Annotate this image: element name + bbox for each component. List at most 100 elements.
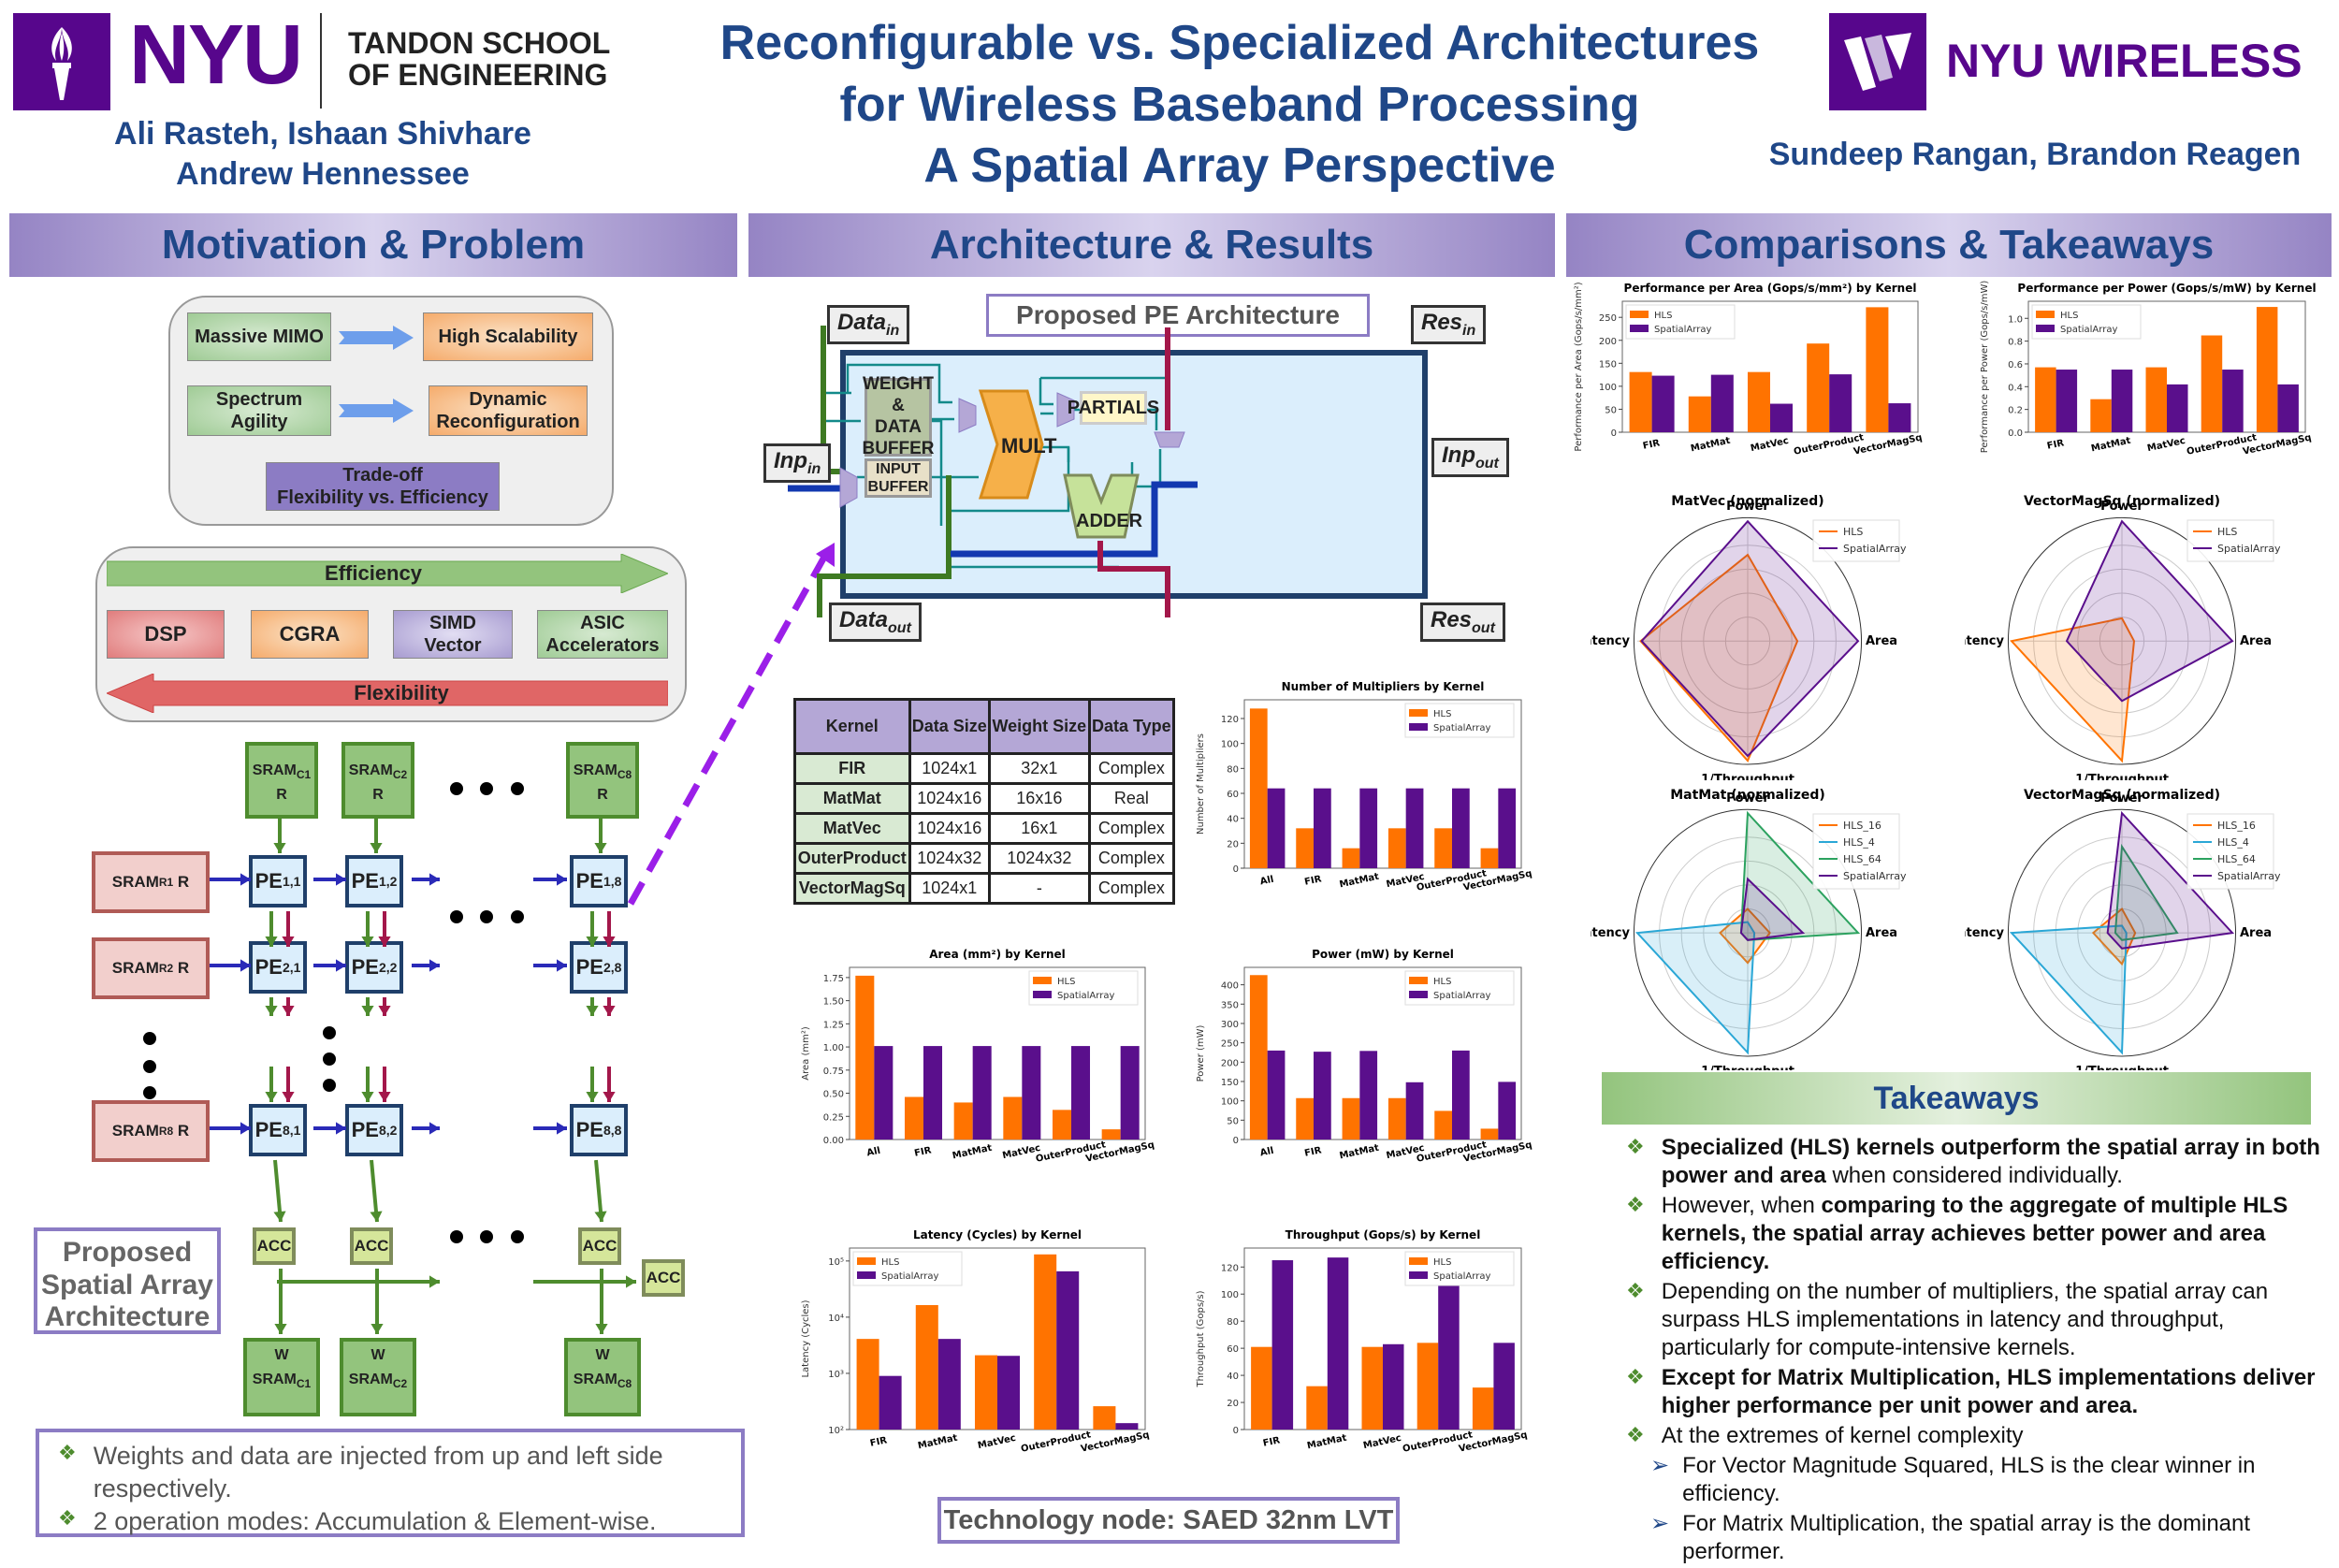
caption-line-1: Proposed — [62, 1237, 193, 1268]
legend-swatch — [1409, 723, 1428, 731]
legend-label: HLS — [1654, 311, 1672, 321]
takeaway-item: ❖However, when comparing to the aggregat… — [1626, 1192, 2337, 1276]
adder-label: ADDER — [1076, 511, 1143, 531]
bar-hls — [1249, 708, 1268, 868]
nyu-wireless-wordmark: NYU WIRELESS — [1946, 35, 2303, 87]
wb-line-3: BUFFER — [862, 438, 935, 458]
acc-bus-arrow-head — [626, 1275, 636, 1288]
efficiency-arrow — [106, 553, 670, 598]
bar-hls — [1003, 1096, 1023, 1140]
port-sub: out — [888, 619, 911, 636]
y-tick-label: 200 — [1599, 337, 1617, 347]
text-run: For Vector Magnitude Squared, HLS is the… — [1682, 1453, 2256, 1506]
y-tick-label: 100 — [1221, 740, 1239, 750]
text-run: However, when — [1661, 1193, 1822, 1218]
ellipsis-dot — [323, 1026, 336, 1039]
radar-axis-label: 1/Throughput — [2075, 773, 2169, 780]
bar-hls — [1249, 975, 1268, 1140]
cell: MatVec — [793, 812, 911, 845]
radar-axis-label: Latency — [1965, 634, 2005, 648]
platform-simd: SIMD Vector — [393, 610, 513, 659]
radar-axis-label: Area — [2240, 926, 2272, 940]
kernel-table: Kernel Data Size Weight Size Data Type F… — [793, 698, 1176, 905]
bar-spatialarray — [1498, 1082, 1517, 1140]
chart-radar-matmat: MatMat (normalized)PowerArea1/Throughput… — [1591, 788, 1907, 1070]
weight-flow-arrow-head — [586, 1092, 599, 1102]
diamond-bullet-icon: ❖ — [1626, 1423, 1645, 1446]
acc-flow-arrow — [370, 1159, 379, 1223]
chart-throughput: Throughput (Gops/s) by Kernel02040608010… — [1196, 1228, 1529, 1455]
bar-hls — [2201, 335, 2223, 432]
y-tick-label: 20 — [1227, 839, 1239, 849]
author-line-2: Andrew Hennessee — [176, 155, 470, 192]
y-tick-label: 20 — [1227, 1399, 1239, 1409]
port-sub: out — [1475, 455, 1499, 472]
ellipsis-dot — [450, 1230, 463, 1243]
chart-perf-area: Performance per Area (Gops/s/mm²) by Ker… — [1574, 282, 1924, 457]
cell: 1024x16 — [908, 782, 991, 815]
legend-swatch — [857, 1257, 876, 1265]
chart-title: Area (mm²) by Kernel — [929, 948, 1066, 961]
x-tick-label: MatMat — [952, 1143, 994, 1162]
acc-flow-arrow — [594, 1159, 603, 1223]
title-line-3: A Spatial Array Perspective — [923, 138, 1556, 194]
legend-swatch — [1033, 977, 1052, 984]
bar-spatialarray — [1498, 788, 1517, 868]
legend-swatch — [1409, 1257, 1428, 1265]
radar-axis-label: Latency — [1591, 634, 1631, 648]
acc-flow-arrow — [273, 1159, 283, 1223]
takeaway-text: Except for Matrix Multiplication, HLS im… — [1662, 1364, 2337, 1420]
logo-divider — [320, 13, 322, 109]
bar-spatialarray — [972, 1046, 992, 1140]
bar-spatialarray — [1120, 1046, 1140, 1140]
x-tick-label: All — [866, 1146, 882, 1159]
radar-series-hls — [2010, 617, 2136, 763]
accumulator: ACC — [253, 1227, 296, 1265]
cell: Complex — [1087, 872, 1176, 905]
y-tick-label: 0.75 — [823, 1067, 844, 1077]
bar-hls — [1387, 1097, 1406, 1140]
bar-spatialarray — [1888, 403, 1911, 432]
partials-mux — [1055, 391, 1076, 433]
bar-hls — [1480, 1128, 1499, 1140]
y-tick-label: 150 — [1599, 359, 1617, 370]
radar-axis-label: 1/Throughput — [1701, 1065, 1794, 1070]
legend-label: HLS_16 — [2217, 820, 2256, 832]
chart-power: Power (mW) by Kernel05010015020025030035… — [1196, 948, 1533, 1165]
bar-spatialarray — [997, 1356, 1021, 1430]
plot-frame — [849, 966, 1146, 1140]
radar-axis-label: Power — [1726, 500, 1769, 514]
radar-series-spatialarray — [2106, 810, 2235, 950]
bar-hls — [1480, 848, 1499, 868]
platform-asic: ASIC Accelerators — [537, 610, 668, 659]
weight-flow-arrow-head — [273, 843, 286, 853]
y-tick-label: 60 — [1227, 790, 1239, 800]
legend-label: HLS — [1433, 1257, 1451, 1268]
y-tick-label: 250 — [1221, 1039, 1239, 1050]
bar-hls — [2035, 367, 2056, 432]
x-tick-label: MatMat — [1690, 436, 1732, 455]
bar-spatialarray — [2167, 384, 2188, 432]
y-tick-label: 1.25 — [823, 1020, 844, 1030]
diamond-bullet-icon: ❖ — [58, 1441, 77, 1464]
legend-label: SpatialArray — [1433, 1271, 1490, 1282]
legend-swatch — [1409, 991, 1428, 998]
title-line-2: for Wireless Baseband Processing — [839, 77, 1640, 132]
input-mux — [838, 466, 859, 514]
radar-axis-label: Power — [1726, 791, 1769, 806]
bar-spatialarray — [1271, 1260, 1294, 1430]
school-name: TANDON SCHOOL OF ENGINEERING — [348, 27, 610, 91]
x-tick-label: FIR — [869, 1435, 888, 1449]
bar-spatialarray — [1452, 1050, 1470, 1140]
cell: 32x1 — [987, 752, 1091, 785]
radar-axis-label: Area — [1866, 634, 1897, 648]
acc-flow-arrow-head — [594, 1211, 607, 1222]
chart-perf-power: Performance per Power (Gops/s/mW) by Ker… — [1980, 281, 2317, 457]
radar-axis-label: Area — [1866, 926, 1897, 940]
cell: - — [987, 872, 1091, 905]
y-tick-label: 0.50 — [823, 1090, 844, 1100]
data-flow-arrow-head — [240, 959, 251, 972]
